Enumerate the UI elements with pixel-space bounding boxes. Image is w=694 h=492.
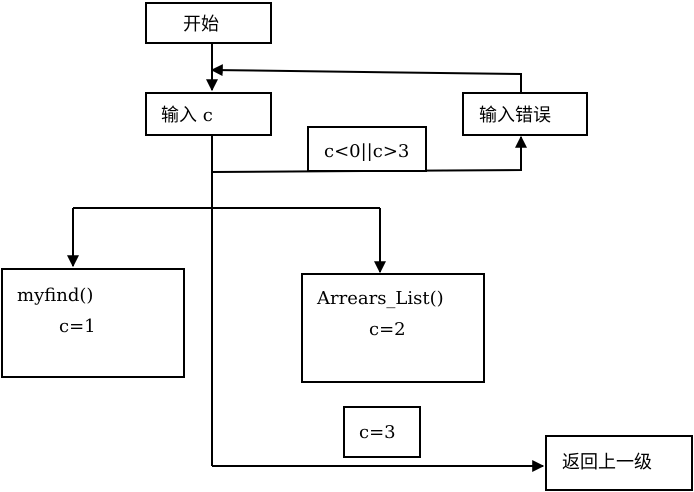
input-c-label: 输入 c [161, 105, 213, 126]
return-node: 返回上一级 [545, 435, 693, 491]
condition-node: c<0||c>3 [307, 126, 427, 172]
arrears-cond-label: c=2 [369, 319, 406, 340]
start-label: 开始 [183, 14, 219, 35]
input-c-node: 输入 c [145, 92, 272, 136]
input-error-node: 输入错误 [462, 92, 588, 136]
arrears-node: Arrears_List() c=2 [301, 273, 485, 383]
myfind-node: myfind() c=1 [1, 268, 185, 378]
myfind-label: myfind() [17, 285, 94, 306]
arrears-label: Arrears_List() [317, 288, 444, 309]
condition-label: c<0||c>3 [324, 141, 410, 162]
input-error-label: 输入错误 [479, 105, 551, 126]
start-node: 开始 [145, 2, 272, 44]
return-label: 返回上一级 [562, 452, 652, 473]
myfind-cond-label: c=1 [59, 316, 96, 337]
c3-node: c=3 [343, 406, 421, 458]
c3-label: c=3 [359, 422, 396, 443]
arrow-error-loop-back [210, 64, 522, 92]
